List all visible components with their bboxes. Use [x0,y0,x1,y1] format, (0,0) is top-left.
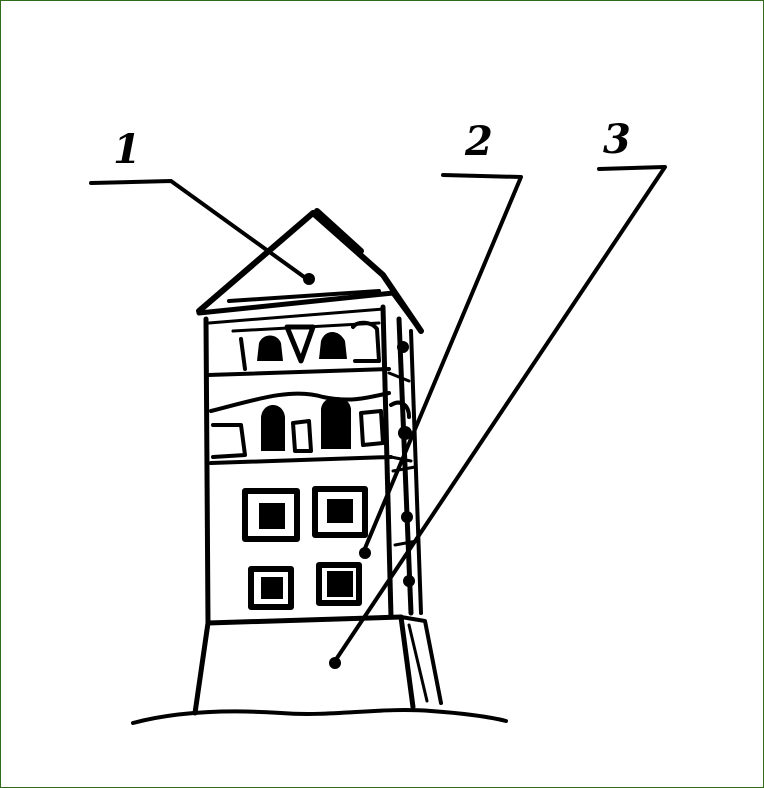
callout-3-label: 3 [603,116,631,163]
callout-2-label: 2 [464,118,493,165]
arched-windows [213,397,383,457]
square-windows [245,489,365,607]
callout-2-dot [359,547,371,559]
top-floor-windows [233,323,379,369]
callout-3: 3 [329,116,665,669]
tower-base [195,617,441,713]
tower-roof [199,211,421,331]
callout-1: 1 [91,126,315,285]
callout-3-dot [329,657,341,669]
ground-line [133,710,506,723]
callout-1-label: 1 [113,126,141,173]
callout-1-dot [303,273,315,285]
